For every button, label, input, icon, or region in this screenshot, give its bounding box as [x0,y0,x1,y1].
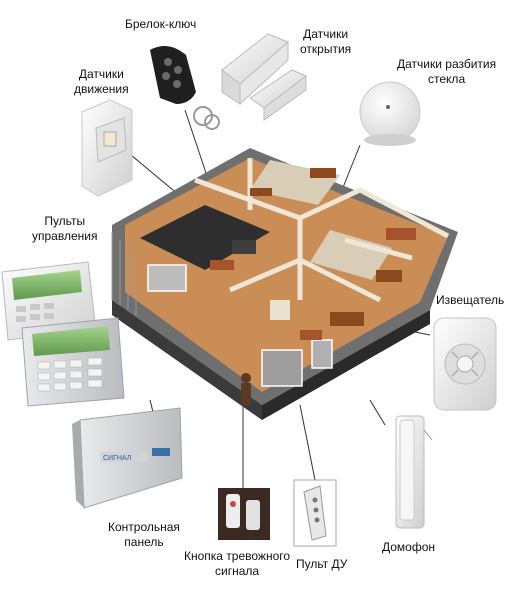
panic-button-icon [218,488,270,540]
siren-icon [433,317,497,411]
label-keyfob-text: Брелок-ключ [125,17,197,31]
label-siren: Извещатель [436,293,504,308]
label-keyfob: Брелок-ключ [125,17,196,32]
label-glass-sensors: Датчики разбития стекла [397,57,496,87]
panel-brand-text: СИГНАЛ [103,455,132,462]
label-panic-button: Кнопка тревожного сигнала [184,549,290,579]
intercom-icon [395,415,433,529]
label-remote: Пульт ДУ [296,557,347,572]
label-panic-button-line2: сигнала [215,564,260,578]
label-control-panel-line2: панель [124,535,164,549]
house-model [111,148,458,420]
label-open-sensors-line2: открытия [300,42,352,56]
label-motion-sensors: Датчики движения [74,67,129,97]
label-control-pads-line2: управления [32,229,98,243]
glass-break-sensor-icon [359,81,421,146]
label-motion-sensors-line2: движения [74,82,129,96]
label-control-panel-line1: Контрольная [108,520,180,534]
control-panel-icon [72,407,183,509]
control-pad-1-icon [1,261,97,341]
label-glass-sensors-line1: Датчики разбития [397,57,497,71]
label-open-sensors-line1: Датчики [303,27,349,41]
label-intercom-text: Домофон [382,540,436,554]
motion-sensor-icon [81,99,133,197]
label-intercom: Домофон [382,540,435,555]
label-panic-button-line1: Кнопка тревожного [184,549,291,563]
label-open-sensors: Датчики открытия [300,27,351,57]
label-control-panel: Контрольная панель [108,520,180,550]
remote-control-icon [293,479,337,547]
label-control-pads-line1: Пульты [44,214,86,228]
label-remote-text: Пульт ДУ [296,557,348,571]
keyfob-icon [150,46,220,130]
label-control-pads: Пульты управления [32,214,97,244]
control-pad-2-icon [21,317,125,407]
open-sensor-icon [221,33,307,121]
label-motion-sensors-line1: Датчики [78,67,124,81]
label-glass-sensors-line2: стекла [428,72,466,86]
label-siren-text: Извещатель [436,293,505,307]
